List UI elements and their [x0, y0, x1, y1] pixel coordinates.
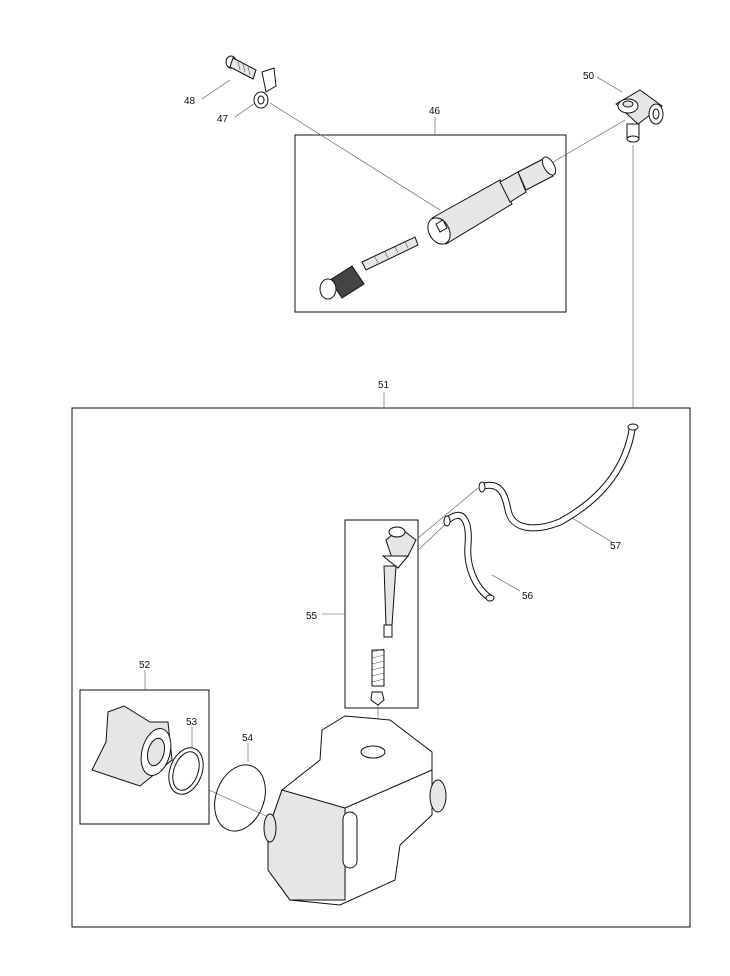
label-51: 51 — [378, 380, 390, 391]
part-46-oil-pump — [319, 156, 557, 300]
label-54: 54 — [242, 733, 254, 744]
label-52: 52 — [139, 660, 151, 671]
part-48-screw — [225, 55, 257, 80]
label-57: 57 — [610, 541, 622, 552]
group-box-51 — [71, 407, 691, 928]
part-55-strainer — [370, 526, 417, 706]
label-53: 53 — [186, 717, 198, 728]
part-47-clamp — [253, 67, 277, 109]
part-52-cap — [91, 705, 173, 787]
part-53-o-ring — [168, 747, 204, 795]
spring — [371, 648, 385, 687]
label-55: 55 — [306, 611, 318, 622]
group-box-46 — [294, 134, 567, 313]
part-51-oil-tank — [263, 715, 447, 906]
label-46: 46 — [429, 106, 441, 117]
label-47: 47 — [217, 114, 229, 125]
label-56: 56 — [522, 591, 534, 602]
group-box-52 — [79, 689, 210, 825]
label-50: 50 — [583, 71, 595, 82]
part-50-fitting — [615, 89, 664, 143]
leader-lines — [144, 76, 634, 821]
part-number-labels: 48 47 46 50 51 52 53 54 55 56 57 — [139, 71, 622, 744]
label-48: 48 — [184, 96, 196, 107]
part-57-hose — [478, 423, 639, 532]
part-54-gasket — [214, 764, 266, 832]
part-56-hose — [443, 511, 495, 602]
